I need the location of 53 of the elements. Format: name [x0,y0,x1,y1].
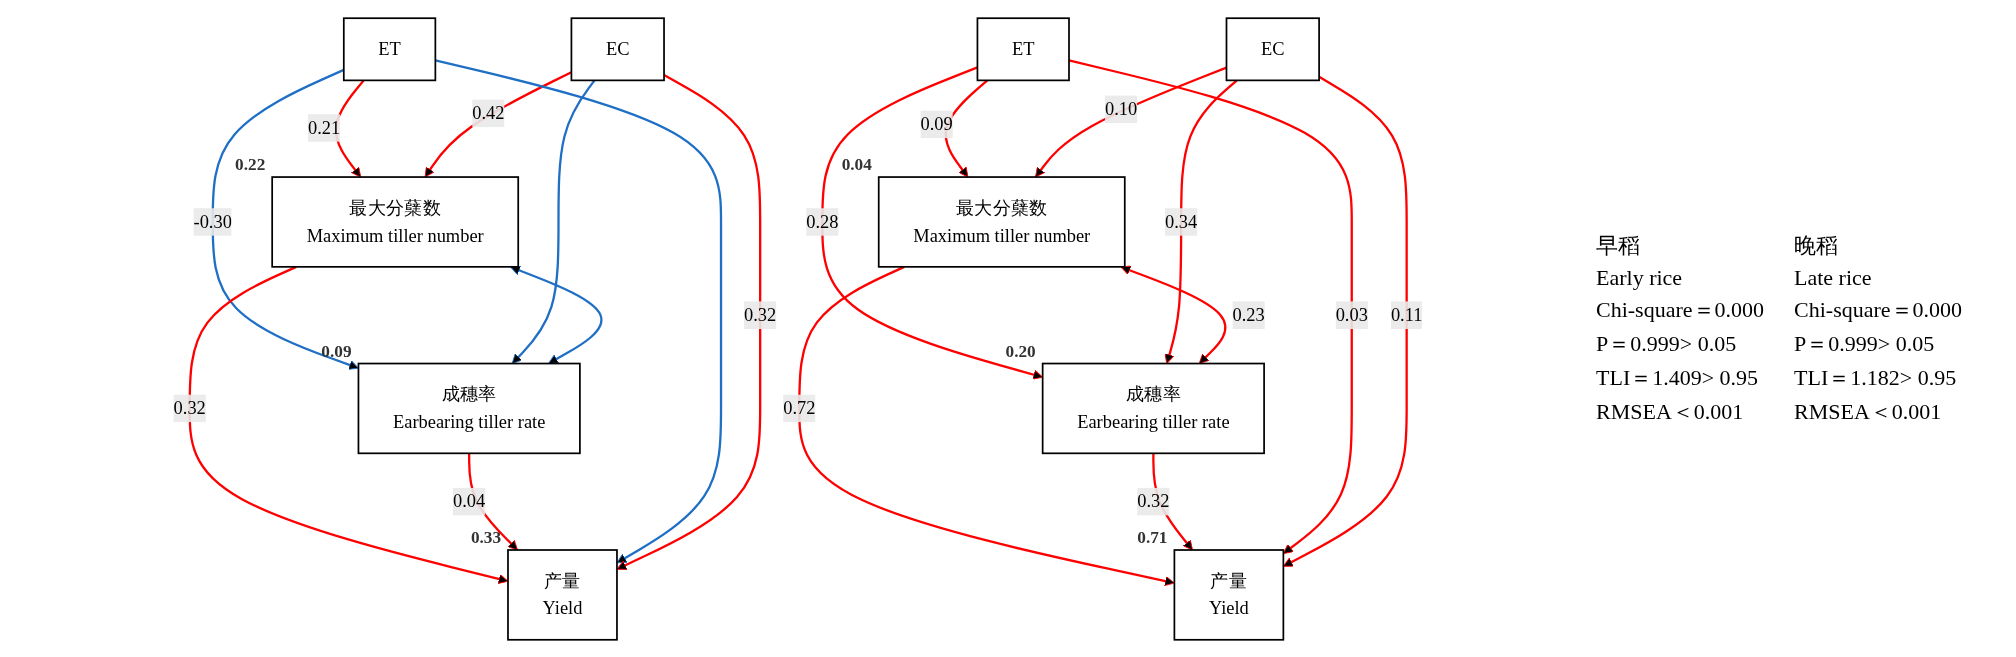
edge-label: 0.09 [920,113,953,134]
arrow [1120,265,1227,364]
arrow [435,58,723,563]
note-text: RMSEA＜0.001 [1596,397,1745,426]
note-text: Chi-square＝0.000 [1596,295,1765,324]
edge-label: 0.28 [806,211,839,231]
arrow [1035,66,1227,177]
note-text: TLI＝1.409> 0.95 [1596,363,1760,392]
arrow [424,70,572,177]
coefficient-text: 0.09 [321,341,352,361]
edge-label: 0.10 [1104,98,1138,118]
edge-label: 0.21 [308,117,341,137]
edge-label: 0.32 [1137,490,1170,511]
edge-label: 0.42 [472,102,505,123]
node-box: ET [342,16,437,81]
edge-label: 0.11 [1390,304,1423,324]
coefficient-text: 0.71 [1137,527,1168,547]
coefficient-text: 0.04 [841,154,872,174]
node-box: ET [976,16,1070,81]
edge-label: 0.72 [783,397,816,418]
edge-label: 0.32 [744,304,777,324]
node-box: 最大分蘖数 Maximum tiller number [271,175,520,268]
arrow [798,265,1175,586]
note-text: RMSEA＜0.001 [1794,397,1943,426]
node-box: 成穗率 Earbearing tiller rate [357,362,581,454]
edge-label: 0.34 [1165,211,1198,231]
edge-label: 0.23 [1232,304,1265,324]
note-text: TLI＝1.182> 0.95 [1794,363,1958,392]
note-text: Late rice [1794,264,1873,291]
edge-label: 0.03 [1335,304,1368,324]
node-box: EC [570,16,665,81]
edge-label: -0.30 [193,211,232,231]
node-box: 成穗率 Earbearing tiller rate [1041,362,1265,454]
edge-label: 0.04 [453,490,486,511]
arrow [1164,79,1238,364]
coefficient-text: 0.33 [470,527,502,547]
arrow [211,68,359,370]
note-text: P＝0.999> 0.05 [1794,329,1936,358]
coefficient-text: 0.20 [1005,341,1036,361]
arrow [511,79,596,364]
arrow [510,265,603,364]
note-text: 晚稻 [1794,231,1840,260]
note-text: Early rice [1596,264,1684,291]
note-text: Chi-square＝0.000 [1794,295,1963,324]
edge-label: 0.32 [173,397,206,418]
node-box: EC [1225,16,1320,81]
note-text: P＝0.999> 0.05 [1596,329,1738,358]
node-box: 产量 Yield [507,548,618,641]
coefficient-text: 0.22 [235,154,266,174]
arrow [616,73,762,570]
note-text: 早稻 [1596,231,1641,260]
node-box: 最大分蘖数 Maximum tiller number [877,175,1126,268]
node-box: 产量 Yield [1173,548,1285,641]
